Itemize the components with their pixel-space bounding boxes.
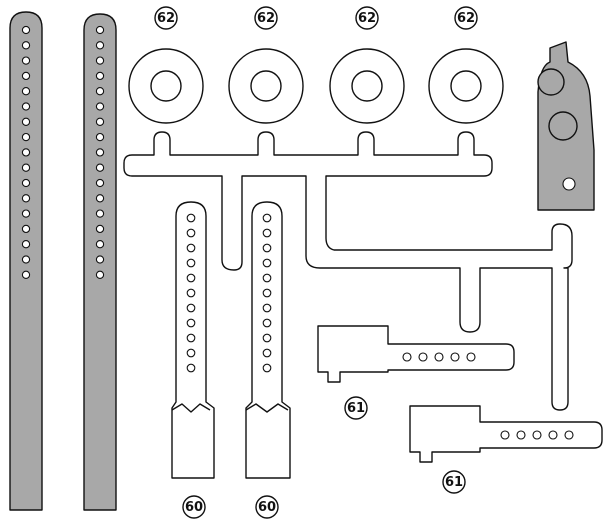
horn-1-hole: [402, 352, 412, 362]
strip-left-hole: [21, 178, 31, 188]
arm-1-hole: [186, 273, 196, 283]
arm-1-hole: [186, 213, 196, 223]
washer-1: [128, 48, 204, 124]
horn-2: [409, 405, 603, 463]
washer-label-2: 62: [257, 11, 275, 26]
strip-left-hole: [21, 56, 31, 65]
strip-right-hole: [95, 270, 105, 279]
arm-label-1: 60: [185, 500, 203, 515]
arm-2-hole: [262, 303, 272, 313]
strip-right-hole: [95, 194, 105, 203]
strip-left-hole: [21, 255, 31, 264]
strip-left-hole: [21, 132, 31, 142]
strip-left-hole: [21, 148, 31, 157]
sprue-frame: [123, 131, 573, 411]
arm-1-hole: [186, 258, 196, 268]
strip-right-hole: [95, 56, 105, 65]
arm-1-hole: [186, 303, 196, 313]
horn-2-hole: [516, 430, 526, 440]
washer-3: [329, 48, 405, 124]
strip-right-hole: [95, 102, 105, 111]
arm-label-2: 60: [258, 500, 276, 515]
arm-2-hole: [262, 228, 272, 238]
arm-2-hole: [262, 258, 272, 268]
strip-right-hole: [95, 163, 105, 172]
strip-left-hole: [21, 87, 31, 96]
strip-left-hole: [21, 163, 31, 172]
arm-2-hole: [262, 273, 272, 283]
strip-left-hole: [21, 71, 31, 81]
strip-right-hole: [95, 87, 105, 96]
strip-left-hole: [21, 240, 31, 249]
strip-left-hole: [21, 102, 31, 111]
strip-left-hole: [21, 25, 31, 35]
arm-1-hole: [186, 288, 196, 298]
horn-1-hole: [450, 352, 460, 362]
strip-right-hole: [95, 178, 105, 188]
arm-2: [245, 201, 291, 479]
strip-left-hole: [21, 209, 31, 218]
arm-1-hole: [186, 243, 196, 253]
arm-2-hole: [262, 243, 272, 253]
arm-1-hole: [186, 333, 196, 343]
strip-right-hole: [95, 209, 105, 218]
washer-2: [228, 48, 304, 124]
gray-strip-left: [9, 11, 43, 511]
horn-1: [317, 325, 515, 383]
strip-left-hole: [21, 117, 31, 126]
strip-right-hole: [95, 41, 105, 50]
strip-left-hole: [21, 41, 31, 50]
strip-left-hole: [21, 194, 31, 203]
arm-2-hole: [262, 363, 272, 373]
arm-1: [171, 201, 215, 479]
strip-right-hole: [95, 25, 105, 35]
strip-right-hole: [95, 255, 105, 264]
horn-1-hole: [466, 352, 476, 362]
arm-1-hole: [186, 318, 196, 328]
gray-bracket: [537, 41, 595, 211]
horn-label-1: 61: [347, 401, 365, 416]
washer-label-4: 62: [457, 11, 475, 26]
horn-2-hole: [548, 430, 558, 440]
arm-1-hole: [186, 363, 196, 373]
horn-1-hole: [434, 352, 444, 362]
washer-label-1: 62: [157, 11, 175, 26]
strip-right-hole: [95, 71, 105, 81]
horn-label-2: 61: [445, 475, 463, 490]
arm-2-hole: [262, 333, 272, 343]
arm-2-hole: [262, 348, 272, 358]
arm-1-hole: [186, 228, 196, 238]
arm-2-hole: [262, 288, 272, 298]
strip-left-hole: [21, 224, 31, 234]
horn-1-hole: [418, 352, 428, 362]
strip-right-hole: [95, 117, 105, 126]
strip-right-hole: [95, 224, 105, 234]
washer-label-3: 62: [358, 11, 376, 26]
arm-1-hole: [186, 348, 196, 358]
gray-strip-right: [83, 13, 117, 511]
strip-right-hole: [95, 132, 105, 142]
strip-right-hole: [95, 148, 105, 157]
arm-2-hole: [262, 318, 272, 328]
arm-2-hole: [262, 213, 272, 223]
strip-right-hole: [95, 240, 105, 249]
horn-2-hole: [532, 430, 542, 440]
washer-4: [428, 48, 504, 124]
strip-left-hole: [21, 270, 31, 279]
horn-2-hole: [564, 430, 574, 440]
horn-2-hole: [500, 430, 510, 440]
